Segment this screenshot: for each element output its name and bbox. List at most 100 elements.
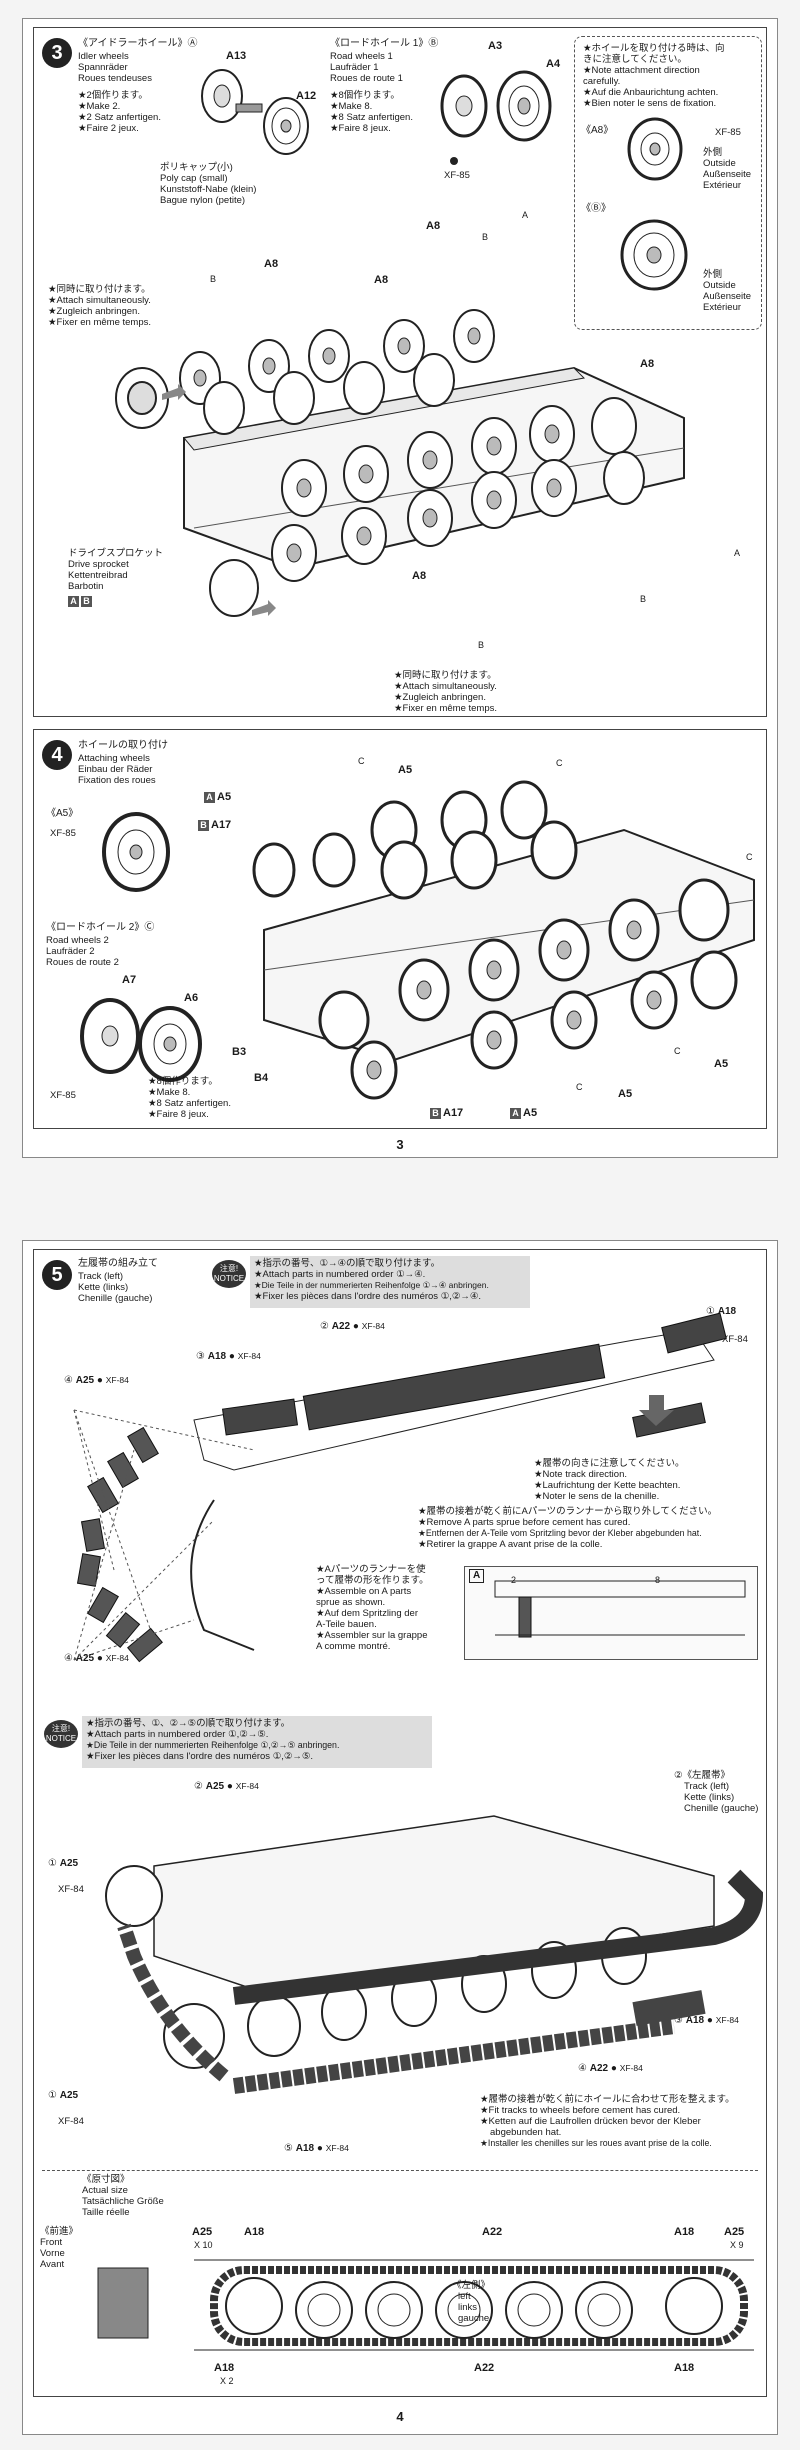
notice2-de: ★Die Teile in der nummerierten Reihenfol… [86,1740,340,1750]
step-4-label-bottom: ④ A25 ● XF-84 [64,1653,129,1664]
direction-jp: ★履帯の向きに注意してください。 [534,1458,685,1469]
note-outside-fr-1: Extérieur [703,180,742,191]
step-5-number: 5 [42,1260,72,1290]
idler-title: 《アイドラーホイール》Ⓐ [78,38,198,49]
track-left-en: Track (left) [684,1781,730,1792]
tag-a-1: A [204,792,215,803]
lower-track-drawing [105,1815,764,2094]
lower-step-3-num: ③ [674,2015,683,2026]
direction-en: ★Note track direction. [534,1469,627,1480]
part-a8-label-5: A8 [374,274,389,286]
part-a13-label: A13 [226,50,247,62]
part-a5-1: A5 [217,791,232,803]
note-outside-de-2: Außenseite [703,291,752,302]
notice2-en: ★Attach parts in numbered order ①,②→⑤. [86,1729,269,1740]
idler-qty-jp: ★2個作ります。 [78,90,148,101]
size-x9: X 9 [730,2240,744,2250]
hull-wheels-drawing [115,309,685,617]
sprue-drawing [494,1580,746,1638]
size-a18-top-right: A18 [674,2226,695,2238]
part-a8-label-3: A8 [640,358,655,370]
notice1-jp: ★指示の番号、①→④の順で取り付けます。 [254,1258,441,1269]
lower-step-1-paint: XF-84 [58,1884,84,1895]
sprocket-tag-b: B [81,596,92,607]
assemble-line-5: ★Auf dem Spritzling der [316,1608,418,1619]
simul-top-de: ★Zugleich anbringen. [48,306,140,317]
actual-jp: 《原寸図》 [82,2174,130,2185]
fit-de-1: ★Ketten auf die Laufrollen drücken bevor… [480,2116,701,2127]
notice-badge-2-jp: 注意! [51,1724,71,1733]
idler-fr: Roues tendeuses [78,73,152,84]
step-2-part: A22 [331,1321,351,1332]
part-a5-label-top: A5 [398,764,413,776]
left-side-en: left [458,2291,471,2302]
page-4-number: 4 [396,2409,404,2424]
step-5-panel: 5 左履帯の組み立て Track (left) Kette (links) Ch… [33,1249,767,2397]
track-left-de: Kette (links) [684,1792,735,1803]
note-b-label: 《Ⓑ》 [581,203,611,214]
simul-bottom-en: ★Attach simultaneously. [394,681,497,692]
direction-de: ★Laufrichtung der Kette beachten. [534,1480,681,1491]
notice1-en: ★Attach parts in numbered order ①→④. [254,1269,426,1280]
part-a5-2: A5 [523,1107,538,1119]
part-b4-label: B4 [254,1072,269,1084]
part-a5-label-r2: A5 [618,1088,633,1100]
size-a22-bottom: A22 [474,2362,495,2374]
simul-top-fr: ★Fixer en même temps. [48,317,152,328]
actual-size-divider [42,2170,758,2171]
lower-step-5-paint: XF-84 [325,2143,349,2153]
assemble-line-3: ★Assemble on A parts [316,1586,412,1597]
rw2-fr: Roues de route 2 [46,957,119,968]
lower-step-3: ③ A18 ● XF-84 [674,2015,739,2026]
front-de: Vorne [40,2248,65,2259]
left-side-de: links [458,2302,478,2313]
lower-step-2-paint: XF-84 [235,1781,259,1791]
track-left-fr: Chenille (gauche) [684,1803,759,1814]
step5-fr: Chenille (gauche) [78,1293,153,1304]
polycap-jp: ポリキャップ(小) [160,162,233,173]
letter-c-1: C [358,756,365,766]
step5-en: Track (left) [78,1271,124,1282]
lower-step-1b-paint: XF-84 [58,2116,84,2127]
lower-step-1-num: ① [48,1858,57,1869]
step-3-part: A18 [207,1351,227,1362]
step-3-panel: 3 《アイドラーホイール》Ⓐ Idler wheels Spannräder R… [33,27,767,717]
left-side-jp: 《左側》 [452,2280,491,2291]
roadwheel1-qty-en: ★Make 8. [330,101,373,112]
simul-top-jp: ★同時に取り付けます。 [48,284,151,295]
page-3-number: 3 [396,1137,404,1152]
notice-badge-1: 注意!NOTICE [212,1260,246,1288]
lower-step-2-top: ② A25 ● XF-84 [194,1781,259,1792]
assemble-line-2: って履帯の形を作ります。 [316,1575,429,1586]
sprocket-jp: ドライブスプロケット [68,548,164,559]
simul-bottom-jp: ★同時に取り付けます。 [394,670,497,681]
size-a18-top-left: A18 [244,2226,265,2238]
letter-b-3: B [640,594,647,604]
idler-en: Idler wheels [78,51,129,62]
lower-step-5: ⑤ A18 ● XF-84 [284,2143,349,2154]
letter-a-1: A [522,210,529,220]
part-b3-label: B3 [232,1046,247,1058]
roadwheel1-fr: Roues de route 1 [330,73,403,84]
notice-box-2: ★指示の番号、①、②→⑤の順で取り付けます。 ★Attach parts in … [82,1716,432,1768]
note-line-1: ★ホイールを取り付ける時は、向 [583,43,725,54]
step-4-paint-bottom: XF-84 [105,1653,129,1663]
part-a8-label-2: A8 [426,220,441,232]
lower-step-2-part: A25 [205,1781,225,1792]
lower-step-4-paint: XF-84 [619,2063,643,2073]
simul-bottom-de: ★Zugleich anbringen. [394,692,486,703]
step-2-num: ② [320,1321,329,1332]
notice-badge-2: 注意!NOTICE [44,1720,78,1748]
note-line-5: ★Auf die Anbaurichtung achten. [583,87,719,98]
polycap-en: Poly cap (small) [160,173,228,184]
notice2-fr: ★Fixer les pièces dans l'ordre des numér… [86,1751,314,1762]
actual-de: Tatsächliche Größe [82,2196,164,2207]
note-outside-fr-2: Extérieur [703,302,742,313]
assemble-line-8: A comme montré. [316,1641,391,1652]
remove-de: ★Entfernen der A-Teile vom Spritzling be… [418,1528,702,1538]
fit-de-2: abgebunden hat. [490,2127,562,2138]
idler-qty-fr: ★Faire 2 jeux. [78,123,139,134]
step4-qty-en: ★Make 8. [148,1087,191,1098]
